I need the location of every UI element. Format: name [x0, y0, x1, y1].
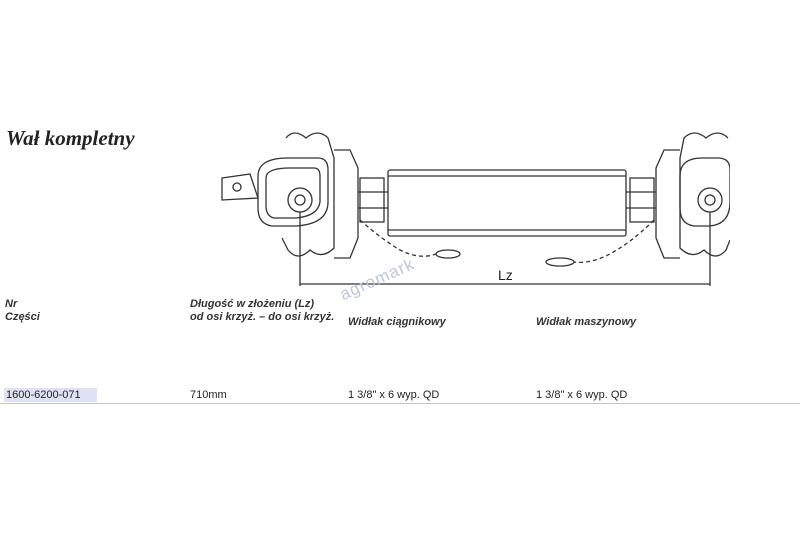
- pto-shaft-drawing: Lz: [221, 132, 730, 286]
- header-part-no-line2: Części: [5, 311, 40, 323]
- page-title: Wał kompletny: [6, 126, 135, 150]
- header-part-no: Nr Części: [5, 298, 40, 324]
- header-length-line2: od osi krzyż. – do osi krzyż.: [190, 311, 335, 323]
- table-cell-tractor-yoke: 1 3/8" x 6 wyp. QD: [348, 389, 440, 401]
- header-part-no-line1: Nr: [5, 298, 18, 310]
- table-cell-length: 710mm: [190, 389, 227, 401]
- header-tractor-yoke: Widłak ciągnikowy: [348, 316, 446, 328]
- header-machine-yoke: Widłak maszynowy: [536, 316, 637, 328]
- header-length-line1: Długość w złożeniu (Lz): [190, 298, 315, 310]
- table-cell-part-no: 1600-6200-071: [4, 388, 97, 402]
- table-row-divider: [0, 403, 800, 404]
- table-cell-machine-yoke: 1 3/8" x 6 wyp. QD: [536, 389, 628, 401]
- dimension-label: Lz: [498, 267, 513, 283]
- header-length: Długość w złożeniu (Lz) od osi krzyż. – …: [190, 298, 334, 324]
